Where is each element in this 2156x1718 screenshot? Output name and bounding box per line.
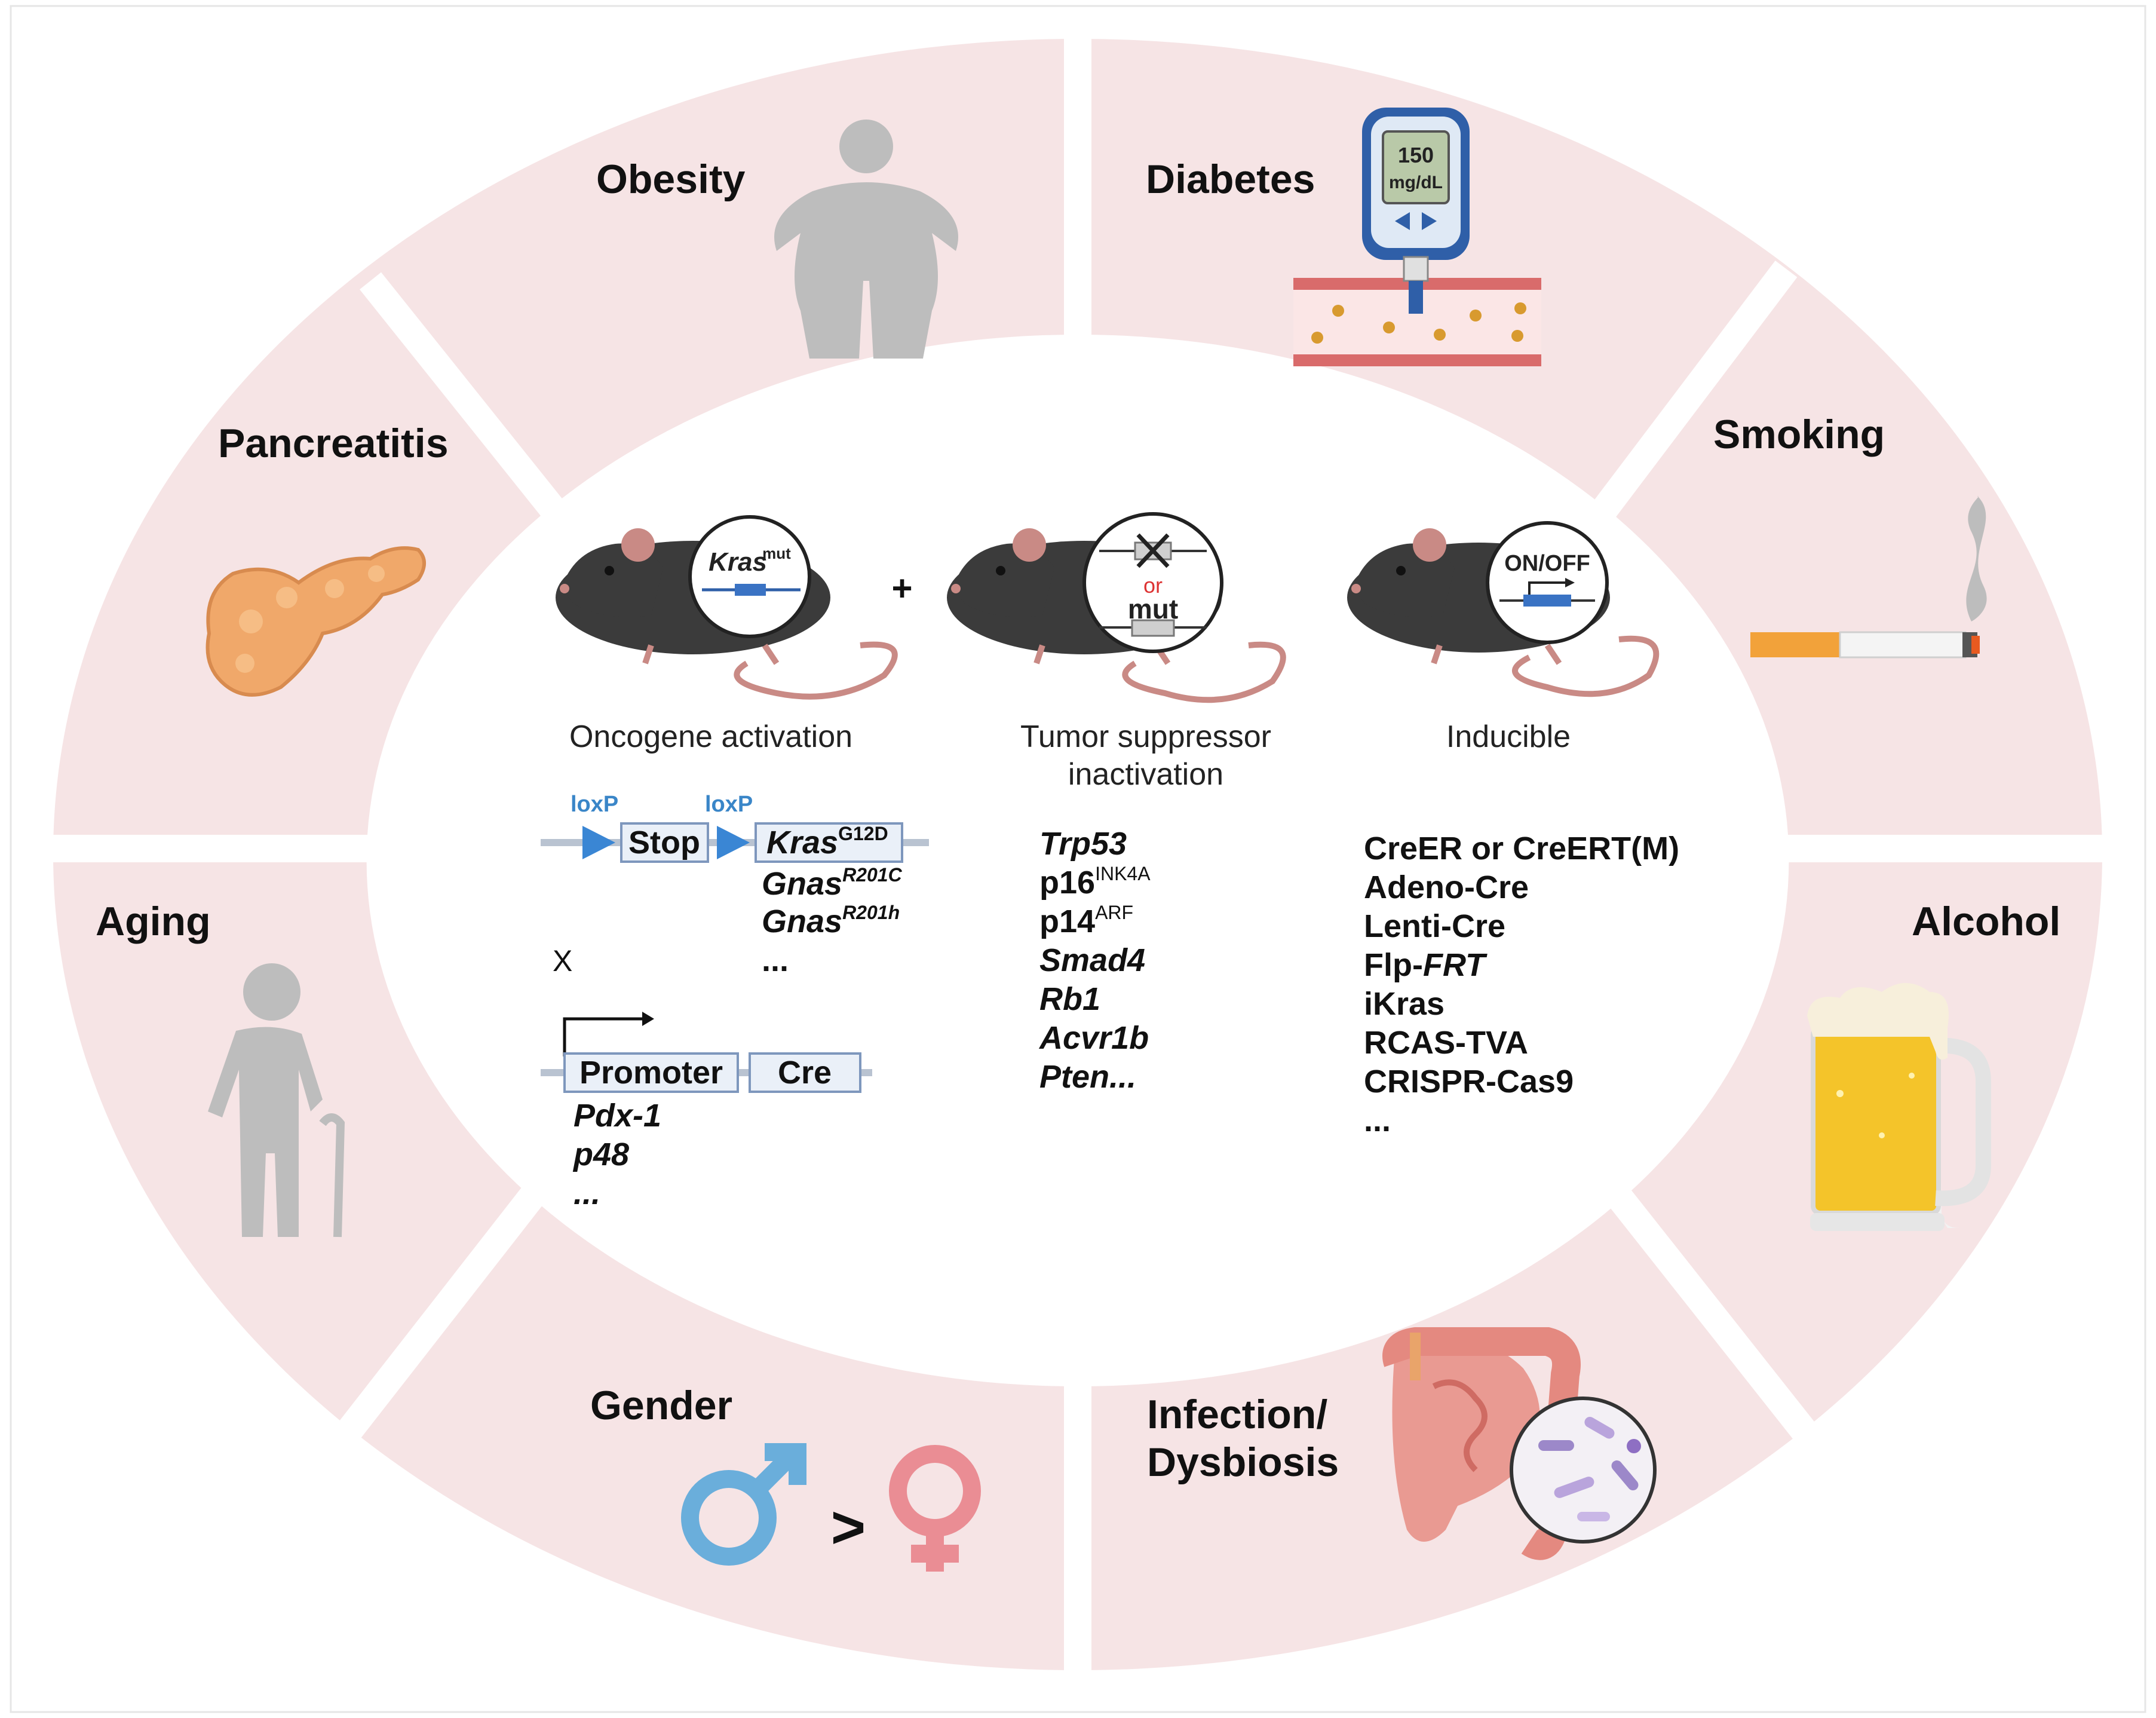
badge-inducible: ON/OFF	[1486, 521, 1609, 644]
segment-diabetes: Diabetes	[1146, 157, 1315, 202]
p14-label: p14ARF	[1039, 902, 1133, 939]
risk-ring	[53, 39, 2102, 1670]
col-inducible-title: Inducible	[1446, 719, 1571, 754]
kras-g12d-label: KrasG12D	[766, 823, 888, 860]
inducible-item-4: Flp-FRT	[1364, 947, 1488, 983]
glucose-value: 150	[1398, 143, 1434, 167]
loxp-triangle-1	[582, 826, 615, 859]
segment-alcohol: Alcohol	[1912, 899, 2060, 944]
pten-label: Pten...	[1039, 1059, 1136, 1095]
cre-box-label: Cre	[778, 1055, 832, 1091]
segment-gender: Gender	[590, 1383, 732, 1428]
bacteria-magnifier-icon	[1510, 1397, 1657, 1544]
loxp-triangle-2	[717, 826, 750, 859]
badge-or: or	[1143, 573, 1163, 598]
loxp-label-2: loxP	[705, 792, 753, 817]
badge-suppressor: or mut	[1082, 512, 1223, 653]
p48-label: p48	[572, 1137, 629, 1172]
obese-person-icon	[774, 120, 958, 359]
smad4-label: Smad4	[1039, 942, 1145, 978]
gnas-r201h-label: GnasR201h	[762, 902, 900, 939]
pdx1-label: Pdx-1	[573, 1098, 661, 1134]
loxp-label-1: loxP	[571, 792, 618, 817]
lsl-construct: loxP loxP Stop KrasG12D	[541, 792, 929, 863]
inducible-item-2: Adeno-Cre	[1364, 869, 1529, 905]
inducible-item-5: iKras	[1364, 986, 1445, 1022]
cigarette-icon	[1750, 496, 1987, 659]
segment-separators	[24, 24, 2139, 1691]
inducible-item-3: Lenti-Cre	[1364, 908, 1505, 944]
gnas-r201c-label: GnasR201C	[762, 864, 903, 902]
glucose-unit: mg/dL	[1389, 173, 1443, 192]
gnas-more: ...	[762, 942, 789, 978]
beer-mug-icon	[1807, 983, 1991, 1231]
rb1-label: Rb1	[1039, 981, 1100, 1017]
promoter-more: ...	[573, 1175, 600, 1211]
blood-vessel-icon	[1293, 278, 1541, 366]
p16-label: p16INK4A	[1039, 863, 1151, 901]
segment-infection-line1: Infection/	[1147, 1392, 1327, 1437]
badge-onoff: ON/OFF	[1504, 551, 1590, 576]
segment-smoking: Smoking	[1713, 412, 1885, 457]
outer-frame	[10, 5, 2146, 1713]
segment-pancreatitis: Pancreatitis	[218, 421, 449, 466]
col-suppressor-title-1: Tumor suppressor	[1020, 719, 1271, 754]
elderly-person-icon	[208, 963, 345, 1238]
inducible-item-7: CRISPR-Cas9	[1364, 1064, 1574, 1100]
inducible-item-6: RCAS-TVA	[1364, 1025, 1528, 1061]
badge-mut: mut	[1128, 593, 1178, 624]
promoter-cre-construct: Promoter Cre	[541, 1012, 872, 1093]
segment-aging: Aging	[96, 899, 211, 944]
plus-sign: +	[891, 568, 912, 608]
acvr1b-label: Acvr1b	[1038, 1020, 1149, 1056]
glucometer-icon: 150 mg/dL	[1362, 108, 1470, 314]
badge-kras-mut: Kras mut	[688, 515, 811, 638]
trp53-label: Trp53	[1039, 826, 1127, 862]
gender-greater-than: >	[831, 1494, 866, 1561]
cross-symbol: X	[553, 944, 572, 978]
badge-kras-sup: mut	[762, 544, 791, 562]
col-suppressor-title-2: inactivation	[1068, 757, 1223, 792]
pancreas-icon	[206, 546, 426, 697]
badge-kras-gene: Kras	[709, 547, 767, 577]
intestine-icon	[1382, 1327, 1581, 1560]
male-symbol-icon	[681, 1443, 806, 1566]
col-oncogene-title: Oncogene activation	[569, 719, 852, 754]
female-symbol-icon	[889, 1445, 981, 1572]
promoter-box-label: Promoter	[579, 1055, 723, 1091]
inducible-item-8: ...	[1364, 1103, 1391, 1138]
inducible-item-1: CreER or CreERT(M)	[1364, 831, 1679, 866]
segment-obesity: Obesity	[596, 157, 746, 202]
segment-infection-line2: Dysbiosis	[1147, 1440, 1339, 1485]
stop-box-label: Stop	[628, 825, 700, 860]
